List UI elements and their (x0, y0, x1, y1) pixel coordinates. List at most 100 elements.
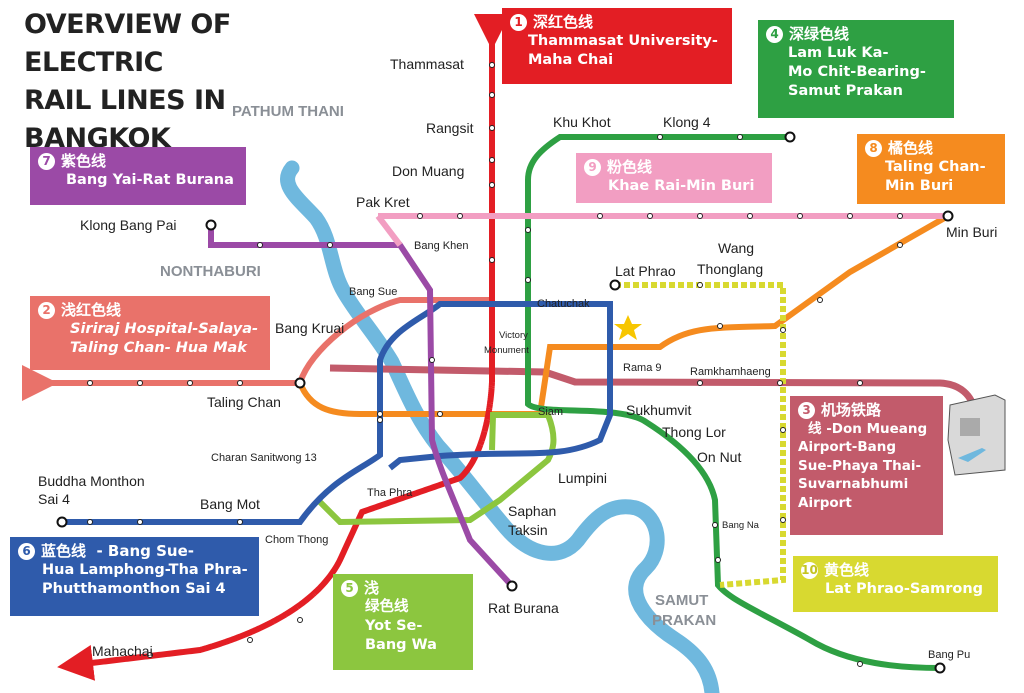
station-ramkhamhaeng: Ramkhamhaeng (690, 366, 771, 378)
station-chatuchak: Chatuchak (537, 298, 590, 310)
legend-num-2: 2 (38, 302, 55, 319)
station-taksin: Taksin (508, 522, 548, 538)
legend-line-10: 10 黄色线 Lat Phrao-Samrong (793, 556, 998, 612)
legend-en-3b: Airport-Bang (798, 439, 897, 455)
legend-en-1a: Thammasat University- (528, 33, 718, 49)
legend-cn-4: 深绿色线 (789, 25, 850, 43)
station-khu-khot: Khu Khot (553, 114, 611, 130)
station-buddha-monthon: Buddha Monthon (38, 473, 145, 489)
station-on-nut: On Nut (697, 449, 742, 465)
station-victory-2: Monument (484, 345, 529, 356)
line-dark-green (525, 134, 941, 671)
station-klong-bang-pai: Klong Bang Pai (80, 217, 177, 233)
legend-cn-10: 黄色线 (824, 561, 870, 579)
legend-cn-7: 紫色线 (61, 152, 107, 170)
legend-en-6a: - Bang Sue- (96, 542, 194, 560)
station-mahachai: Mahachai (92, 643, 153, 659)
line-blue (62, 301, 613, 525)
station-thammasat: Thammasat (390, 56, 464, 72)
station-tha-phra: Tha Phra (367, 487, 413, 499)
legend-num-1: 1 (510, 14, 527, 31)
legend-en-3e: Airport (798, 494, 852, 511)
station-don-muang: Don Muang (392, 163, 465, 179)
airport-icon (947, 394, 1006, 476)
station-rangsit: Rangsit (426, 120, 474, 136)
station-min-buri: Min Buri (946, 224, 998, 240)
station-bang-na: Bang Na (722, 520, 759, 531)
legend-cn-9: 粉色线 (607, 158, 653, 176)
station-thong-lor: Thong Lor (662, 424, 726, 440)
legend-num-3: 3 (798, 402, 815, 419)
legend-en-5b: Bang Wa (365, 637, 437, 653)
region-nonthaburi: NONTHABURI (160, 263, 261, 280)
station-rat-burana: Rat Burana (488, 600, 559, 616)
legend-en-6b: Hua Lamphong-Tha Phra- (42, 562, 248, 578)
station-lat-phrao: Lat Phrao (615, 263, 676, 279)
legend-en-8a: Taling Chan- (885, 159, 986, 175)
legend-en-1b: Maha Chai (528, 52, 614, 68)
terminal-bang-pu (934, 662, 946, 674)
station-bang-pu: Bang Pu (928, 649, 971, 661)
map-title: OVERVIEW OF ELECTRIC RAIL LINES IN BANGK… (24, 6, 324, 158)
station-bang-khen: Bang Khen (414, 240, 469, 252)
legend-cn-5a: 浅 (364, 579, 380, 597)
legend-en-3d: Suvarnabhumi (798, 476, 909, 492)
station-charan: Charan Sanitwong 13 (211, 452, 317, 464)
legend-en-2a: Siriraj Hospital-Salaya- (70, 321, 259, 337)
station-rama-9: Rama 9 (623, 362, 662, 374)
line-pink-spur (375, 214, 403, 247)
legend-en-10a: Lat Phrao-Samrong (825, 581, 984, 597)
title-line-1: OVERVIEW OF ELECTRIC (24, 9, 231, 78)
legend-en-4c: Samut Prakan (788, 83, 903, 99)
terminal-lat-phrao (609, 279, 621, 291)
station-sai-4: Sai 4 (38, 491, 70, 507)
legend-num-7: 7 (38, 153, 55, 170)
legend-cn-8: 橘色线 (888, 139, 934, 157)
legend-num-10: 10 (801, 562, 818, 579)
station-pak-kret: Pak Kret (356, 194, 410, 210)
legend-num-5: 5 (341, 580, 358, 597)
legend-en-8b: Min Buri (885, 178, 954, 194)
legend-en-6c: Phutthamonthon Sai 4 (42, 581, 226, 597)
line-dark-red (57, 14, 510, 681)
legend-cn-2: 浅红色线 (61, 301, 122, 319)
legend-cn-3b: 线 (808, 420, 822, 437)
star-marker (614, 315, 642, 340)
terminal-klong-bang-pai (205, 219, 217, 231)
station-wang: Wang (718, 240, 755, 256)
region-prakan: PRAKAN (652, 612, 717, 629)
terminal-rat-burana (506, 580, 518, 592)
station-siam: Siam (538, 406, 564, 418)
legend-en-3a: -Don Mueang (826, 420, 928, 437)
region-pathum-thani: PATHUM THANI (232, 103, 344, 120)
region-samut: SAMUT (655, 592, 709, 609)
legend-en-9a: Khae Rai-Min Buri (608, 178, 755, 194)
station-thonglang: Thonglang (697, 261, 764, 277)
station-bang-mot: Bang Mot (200, 496, 260, 512)
station-bang-kruai: Bang Kruai (275, 320, 345, 336)
legend-num-4: 4 (766, 26, 783, 43)
legend-cn-5b: 绿色线 (365, 599, 409, 615)
station-taling-chan: Taling Chan (207, 394, 281, 410)
legend-cn-1: 深红色线 (533, 13, 594, 31)
terminal-min-buri (942, 210, 954, 222)
legend-cn-3a: 机场铁路 (821, 401, 882, 419)
terminal-klong-4 (784, 131, 796, 143)
legend-en-4b: Mo Chit-Bearing- (788, 64, 926, 80)
station-chom-thong: Chom Thong (265, 534, 329, 546)
legend-line-1: 1 深红色线 Thammasat University- Maha Chai (502, 8, 732, 84)
legend-en-5a: Yot Se- (365, 618, 423, 634)
terminal-buddha (56, 516, 68, 528)
legend-line-7: 7 紫色线 Bang Yai-Rat Burana (30, 147, 246, 205)
legend-en-7a: Bang Yai-Rat Burana (66, 172, 234, 188)
station-bang-sue: Bang Sue (349, 286, 398, 298)
